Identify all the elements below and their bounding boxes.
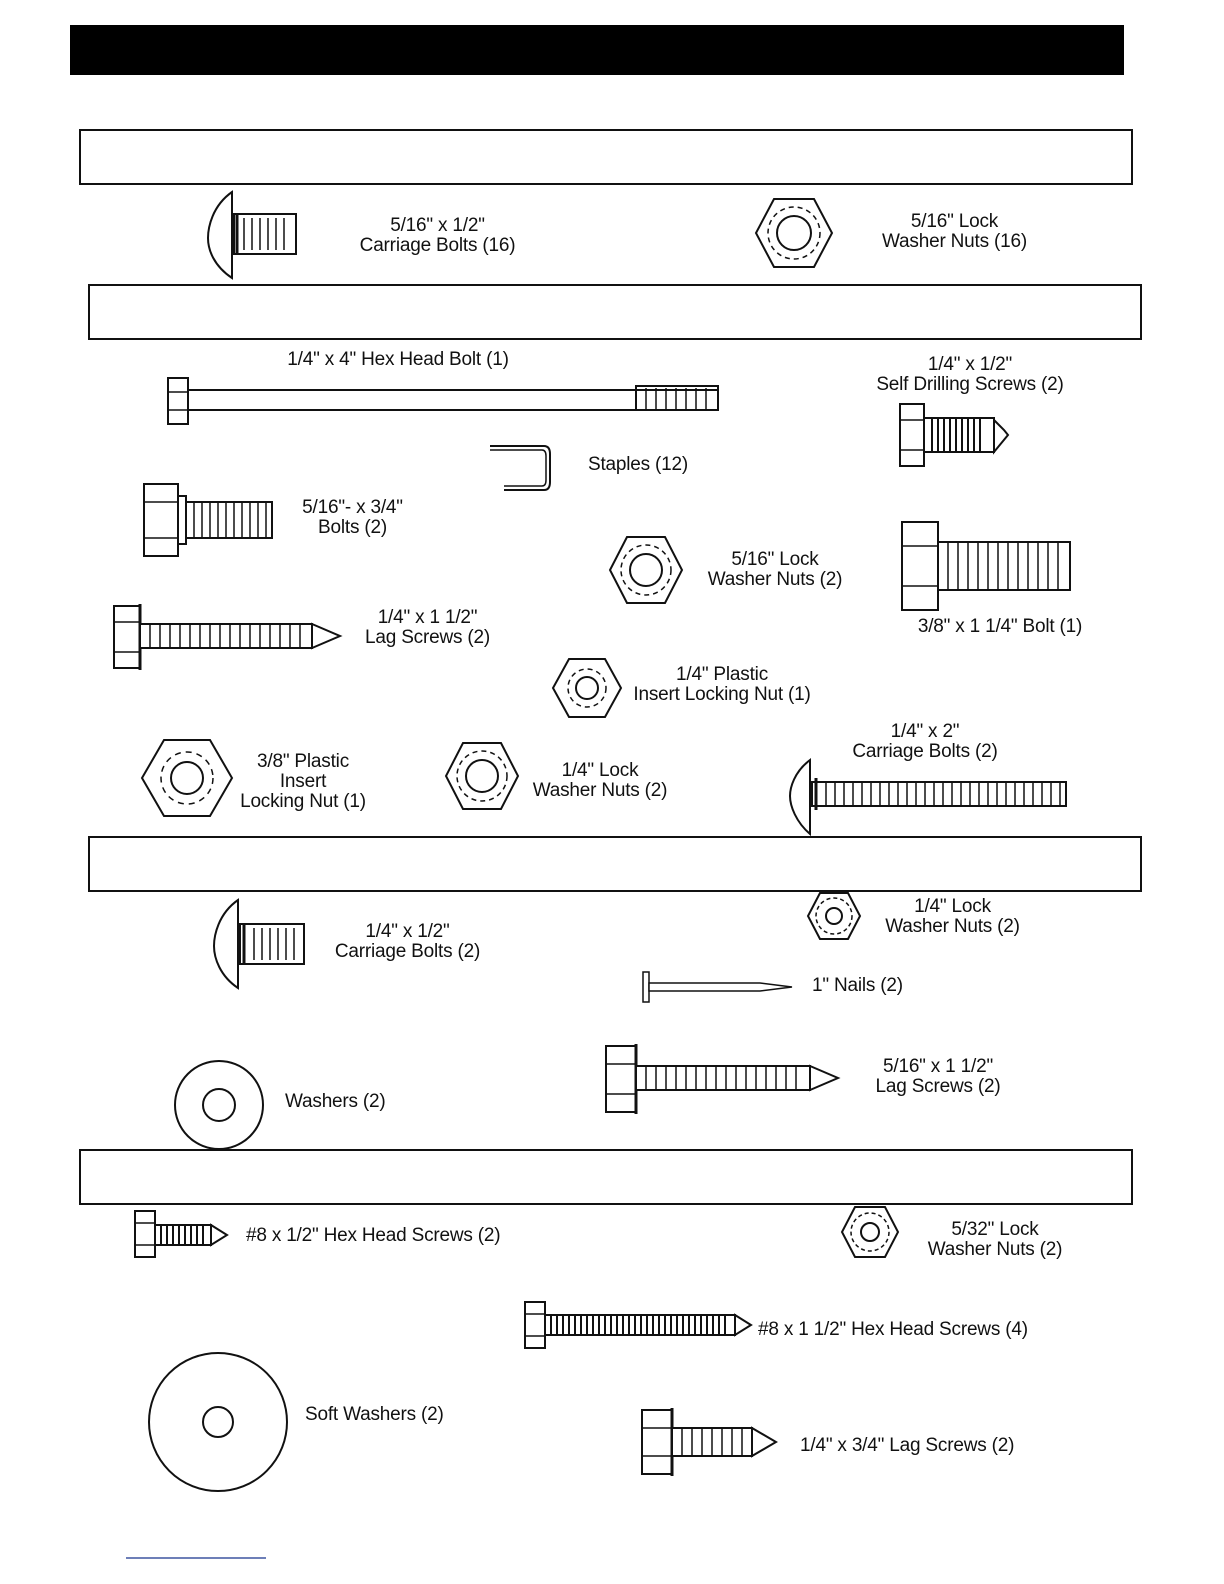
lock-washer-nut-5-16-icon [608,534,684,606]
washer-icon [172,1058,266,1152]
hex-head-bolt-icon [166,376,722,426]
plastic-insert-nut-1-4-icon [551,656,623,720]
bolt-3-8-icon [900,520,1078,614]
lag-screw-5-16-icon [604,1042,842,1116]
lag-screw-1-4-icon [112,602,344,672]
lock-washer-nut-5-32-icon [840,1204,900,1260]
header-bar [70,25,1124,75]
washers-label: Washers (2) [285,1091,386,1112]
soft-washers-label: Soft Washers (2) [305,1404,444,1425]
bolt-3-8-label: 3/8" x 1 1/4" Bolt (1) [917,616,1083,637]
staple-icon [488,442,556,494]
section-box-1 [79,129,1133,185]
carriage-bolt-short-icon [210,896,310,992]
section-box-2 [88,284,1142,340]
bolt-5-16-icon [142,482,280,560]
lag-screws-5-16-label: 5/16" x 1 1/2"Lag Screws (2) [875,1056,1001,1097]
hex-head-screw-long-icon [523,1300,755,1350]
footer-line [126,1557,266,1559]
section-box-3 [88,836,1142,892]
nail-icon [640,970,794,1004]
lag-screws-3-4-label: 1/4" x 3/4" Lag Screws (2) [800,1435,1015,1456]
carriage-bolts-1-4x1-2-label: 1/4" x 1/2"Carriage Bolts (2) [334,921,481,962]
plastic-insert-nut-3-8-icon [140,737,234,819]
soft-washer-icon [146,1350,290,1494]
lock-washer-nut-icon [754,196,834,270]
staples-label: Staples (12) [588,454,689,475]
lag-screws-1-4-label: 1/4" x 1 1/2"Lag Screws (2) [365,607,490,648]
hex-head-screw-short-icon [133,1209,231,1259]
bolts-5-16-label: 5/16"- x 3/4"Bolts (2) [302,497,403,538]
hex-head-bolt-label: 1/4" x 4" Hex Head Bolt (1) [287,349,509,370]
carriage-bolts-1-4x2-label: 1/4" x 2"Carriage Bolts (2) [852,721,998,762]
hex-screws-8-half-label: #8 x 1/2" Hex Head Screws (2) [246,1225,501,1246]
carriage-bolt-long-icon [788,756,1070,836]
self-drilling-screws-label: 1/4" x 1/2"Self Drilling Screws (2) [876,354,1064,395]
lag-screw-short-icon [640,1406,780,1478]
carriage-bolts-5-16-label: 5/16" x 1/2"Carriage Bolts (16) [359,215,516,256]
carriage-bolt-icon [204,188,304,280]
hex-screws-8-1-5-label: #8 x 1 1/2" Hex Head Screws (4) [758,1319,1028,1340]
section-box-4 [79,1149,1133,1205]
self-drilling-screw-icon [898,402,1012,470]
lock-washer-nut-1-4-icon [444,740,520,812]
lock-washer-nut-small-icon [806,890,862,942]
nails-label: 1" Nails (2) [812,975,903,996]
